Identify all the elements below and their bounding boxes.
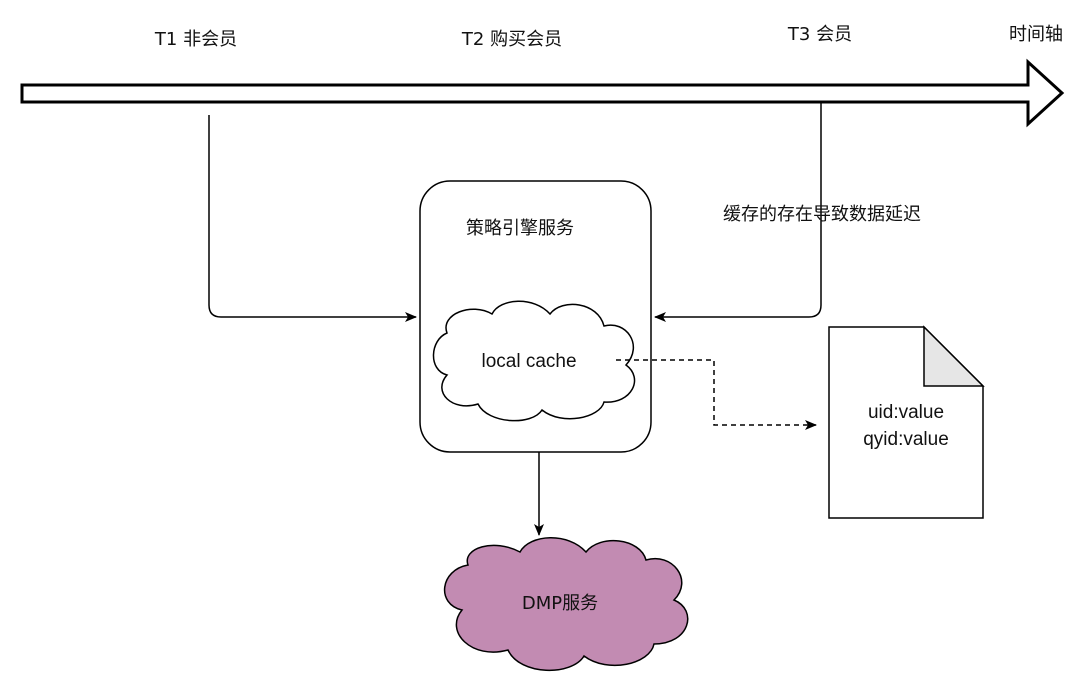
dmp-service-cloud — [444, 537, 689, 672]
local-cache-cloud — [432, 300, 636, 422]
document-line-qyid: qyid:value — [863, 429, 949, 450]
strategy-engine-title: 策略引擎服务 — [466, 218, 574, 239]
document-line-uid: uid:value — [868, 402, 944, 423]
timeline-label-t3: T3 会员 — [787, 24, 852, 45]
timeline-axis-label: 时间轴 — [1009, 24, 1063, 45]
timeline-label-t1: T1 非会员 — [154, 29, 237, 50]
cache-to-document-dashed — [616, 359, 817, 430]
timeline-arrow — [20, 58, 1065, 128]
dmp-service-label: DMP服务 — [522, 593, 598, 614]
cache-document-fold — [923, 325, 985, 387]
connector-t3-to-engine — [654, 102, 822, 322]
latency-annotation: 缓存的存在导致数据延迟 — [723, 204, 921, 225]
connector-t1-to-engine — [208, 115, 417, 322]
timeline-label-t2: T2 购买会员 — [461, 29, 562, 50]
local-cache-label: local cache — [481, 351, 576, 372]
